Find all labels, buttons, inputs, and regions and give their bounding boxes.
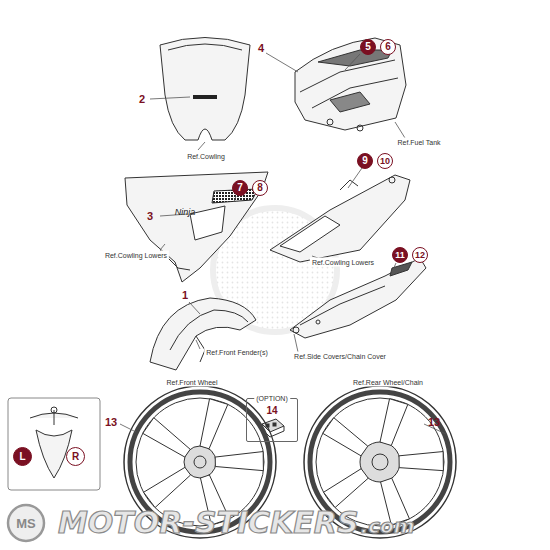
part-reference: Ref.Front Wheel [165,378,220,387]
wheel-spoke [215,452,263,471]
part-reference: Ref.Front Fender(s) [204,348,269,357]
wheel-spoke [144,467,191,507]
wheel-spoke [399,452,443,471]
footer-brand: MOTOR-STICKERS [58,508,359,538]
callout-number: 8 [257,183,263,193]
wheel-spoke [200,399,228,449]
wheel-spoke [380,399,408,446]
callout-number: 14 [266,406,277,416]
callout-number: R [72,452,79,462]
callout-circle: 10 [377,153,393,169]
wheel-spoke [323,418,368,456]
callout-number: 13 [105,417,117,428]
part-reference: Ref.Rear Wheel/Chain [351,378,425,387]
callout-number: 12 [415,251,425,260]
option-heading: (OPTION) [254,395,290,402]
callout-number: 7 [237,183,243,193]
callout-circle: 11 [392,247,408,263]
callout-number: 3 [147,211,153,222]
callout-number: 5 [365,42,371,52]
wheel-spoke [324,469,369,508]
option-box: (OPTION) 14 [246,398,298,442]
callout-circle: 9 [357,153,373,169]
part-reference: Ref.Cowling [185,152,227,161]
wheel-spoke [143,418,190,457]
footer-brand: .com [361,516,415,536]
part-reference: Ref.Cowling Lowers [103,251,169,260]
callout-number: 13 [428,417,440,428]
callout-number: 1 [182,290,188,301]
callout-circle: 5 [360,39,376,55]
callout-circle: 12 [412,247,428,263]
callout-number: 4 [258,43,264,54]
callout-circle: L [13,447,32,466]
part-reference: Ref.Fuel Tank [395,138,442,147]
part-reference: Ref.Cowling Lowers [310,258,376,267]
callout-number: 11 [395,251,405,260]
callout-number: 9 [362,156,368,166]
decal-text: Ninja [175,208,196,217]
callout-circle: 8 [252,180,268,196]
callout-number: 10 [380,157,390,166]
part-reference: Ref.Side Covers/Chain Cover [292,352,388,361]
callout-circle: 7 [232,180,248,196]
callout-number: 2 [139,94,145,105]
callout-number: L [19,452,25,462]
callout-circle: R [66,447,85,466]
footer-logo: MS [16,517,36,530]
callout-number: 6 [385,42,391,52]
callout-circle: 6 [380,39,396,55]
